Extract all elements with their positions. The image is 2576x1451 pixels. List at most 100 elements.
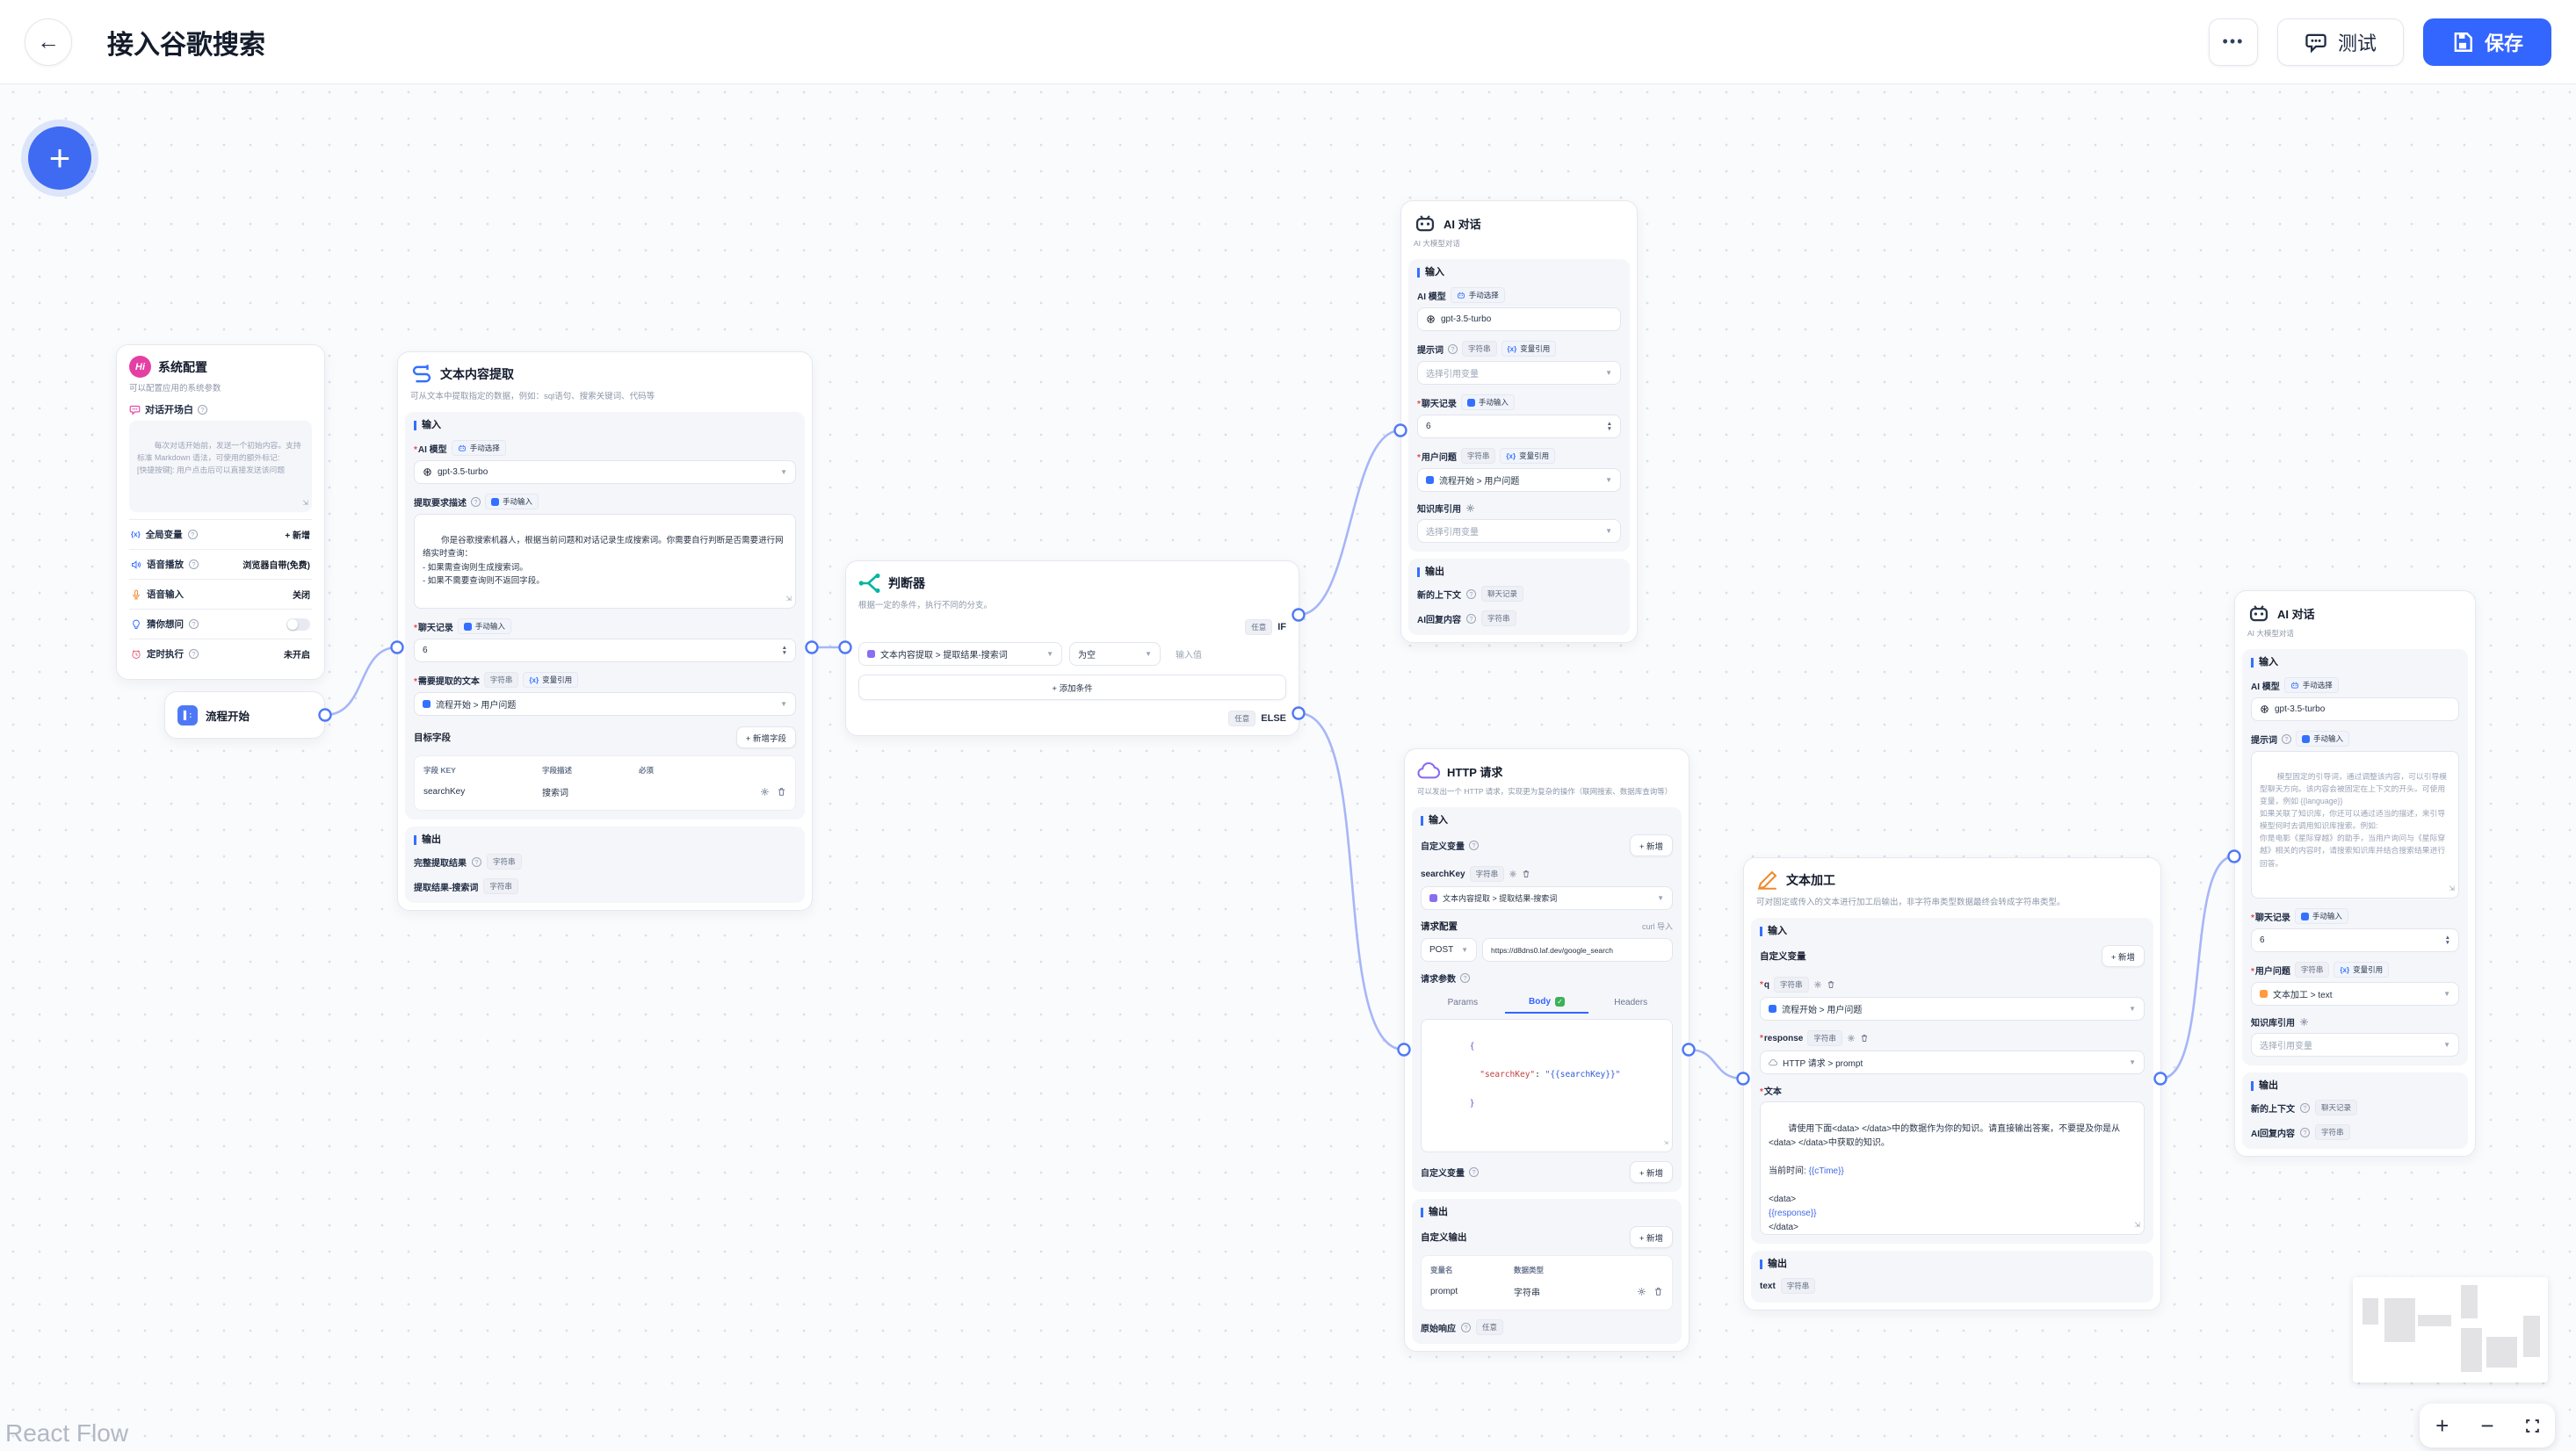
var-ref-badge[interactable]: {x}变量引用: [1501, 341, 1557, 357]
guess-question-toggle[interactable]: [286, 617, 310, 631]
var-ref-badge[interactable]: {x}变量引用: [1500, 448, 1556, 464]
help-icon[interactable]: ?: [198, 404, 207, 415]
add-condition-button[interactable]: + 添加条件: [858, 675, 1286, 700]
help-icon[interactable]: ?: [1466, 588, 1476, 599]
tts-value[interactable]: 浏览器自带(免费): [242, 561, 310, 571]
save-button[interactable]: 保存: [2422, 18, 2551, 66]
minimap[interactable]: [2353, 1277, 2548, 1382]
user-question-select[interactable]: 流程开始 > 用户问题 ▼: [1417, 468, 1621, 492]
add-node-button[interactable]: +: [28, 126, 91, 190]
resize-handle[interactable]: ⇲: [785, 595, 792, 603]
zoom-out-button[interactable]: −: [2480, 1412, 2494, 1439]
help-icon[interactable]: ?: [1469, 841, 1479, 850]
tab-headers[interactable]: Headers: [1614, 998, 1648, 1007]
delete-field-trash-icon[interactable]: [777, 787, 786, 797]
curl-import-link[interactable]: curl 导入: [1641, 922, 1673, 931]
ai-model-select[interactable]: gpt-3.5-turbo: [2251, 697, 2459, 721]
url-input[interactable]: https://d8dns0.laf.dev/google_search: [1482, 938, 1673, 962]
add-variable-button[interactable]: + 新增: [285, 531, 310, 541]
help-icon[interactable]: ?: [1461, 1322, 1471, 1332]
tab-body[interactable]: Body✓: [1504, 992, 1589, 1014]
http-method-select[interactable]: POST ▼: [1421, 938, 1477, 962]
node-ai-chat-2[interactable]: AI 对话 AI 大模型对话 输入 AI 模型 手动选择 gpt-3.5-tur…: [2234, 590, 2476, 1157]
help-icon[interactable]: ?: [1466, 613, 1476, 624]
help-icon[interactable]: ?: [471, 496, 481, 507]
body-json-editor[interactable]: { "searchKey": "{{searchKey}}" } ⇲: [1421, 1019, 1673, 1152]
manual-select-badge[interactable]: 手动选择: [2283, 677, 2339, 693]
help-icon[interactable]: ?: [2282, 733, 2291, 744]
help-icon[interactable]: ?: [187, 530, 198, 539]
number-stepper[interactable]: ▲▼: [2444, 934, 2450, 946]
manual-input-badge[interactable]: 手动输入: [457, 618, 511, 634]
resize-handle[interactable]: ⇲: [1664, 1138, 1668, 1147]
ai-model-select[interactable]: gpt-3.5-turbo ▼: [414, 460, 796, 484]
ai-model-select[interactable]: gpt-3.5-turbo: [1417, 307, 1621, 331]
help-icon[interactable]: ?: [2300, 1102, 2310, 1113]
help-icon[interactable]: ?: [472, 856, 481, 867]
speech-input-value[interactable]: 关闭: [293, 591, 310, 601]
kb-ref-select[interactable]: 选择引用变量 ▼: [1417, 519, 1621, 543]
help-icon[interactable]: ?: [189, 619, 199, 629]
text-template-textarea[interactable]: 请使用下面<data> </data>中的数据作为你的知识。请直接输出答案，不要…: [1760, 1101, 2145, 1235]
prompt-select[interactable]: 选择引用变量 ▼: [1417, 361, 1621, 385]
node-content-extract[interactable]: 文本内容提取 可从文本中提取指定的数据，例如：sql语句、搜索关键词、代码等 输…: [397, 351, 813, 911]
delete-variable-trash-icon[interactable]: [1522, 870, 1530, 878]
condition-variable-select[interactable]: 文本内容提取 > 提取结果-搜索词 ▼: [858, 642, 1062, 666]
kb-ref-select[interactable]: 选择引用变量 ▼: [2251, 1033, 2459, 1057]
edit-variable-gear-icon[interactable]: [1509, 870, 1517, 878]
manual-input-badge[interactable]: 手动输入: [2294, 908, 2348, 924]
condition-operator-select[interactable]: 为空 ▼: [1069, 642, 1161, 666]
help-icon[interactable]: ?: [1448, 343, 1458, 354]
add-output-button[interactable]: + 新增: [1629, 1226, 1673, 1248]
manual-input-badge[interactable]: 手动输入: [2296, 731, 2350, 747]
number-stepper[interactable]: ▲▼: [781, 644, 787, 656]
add-variable-button[interactable]: + 新增: [1629, 834, 1673, 856]
zoom-in-button[interactable]: +: [2435, 1412, 2449, 1439]
help-icon[interactable]: ?: [2300, 1127, 2310, 1137]
resize-handle[interactable]: ⇲: [2134, 1221, 2140, 1230]
node-system-config[interactable]: Hi 系统配置 可以配置应用的系统参数 对话开场白 ? 每次对话开始前，发送一个…: [116, 344, 325, 680]
condition-value-input[interactable]: 输入值: [1176, 651, 1202, 661]
scheduled-run-value[interactable]: 未开启: [284, 651, 310, 661]
manual-select-badge[interactable]: 手动选择: [451, 440, 506, 456]
user-question-select[interactable]: 文本加工 > text ▼: [2251, 982, 2459, 1006]
kb-settings-gear-icon[interactable]: [2299, 1017, 2309, 1027]
test-button[interactable]: 测试: [2276, 18, 2404, 66]
manual-input-badge[interactable]: 手动输入: [1460, 394, 1515, 410]
edit-output-gear-icon[interactable]: [1637, 1287, 1646, 1296]
delete-variable-trash-icon[interactable]: [1827, 980, 1835, 989]
history-count-input[interactable]: 6 ▲▼: [2251, 928, 2459, 952]
history-count-input[interactable]: 6 ▲▼: [414, 639, 796, 662]
node-http-request[interactable]: HTTP 请求 可以发出一个 HTTP 请求，实现更为复杂的操作（联网搜索、数据…: [1404, 748, 1690, 1352]
q-variable-select[interactable]: 流程开始 > 用户问题 ▼: [1760, 997, 2145, 1021]
response-variable-select[interactable]: HTTP 请求 > prompt ▼: [1760, 1050, 2145, 1074]
fit-view-button[interactable]: [2517, 1408, 2547, 1443]
node-ai-chat-1[interactable]: AI 对话 AI 大模型对话 输入 AI 模型 手动选择 gpt-3.5-tur…: [1400, 200, 1638, 643]
var-ref-badge[interactable]: {x}变量引用: [2334, 962, 2390, 978]
add-variable-button[interactable]: + 新增: [1629, 1161, 1673, 1183]
back-button[interactable]: ←: [25, 18, 72, 66]
delete-variable-trash-icon[interactable]: [1860, 1034, 1869, 1043]
resize-handle[interactable]: ⇲: [302, 499, 308, 508]
edit-variable-gear-icon[interactable]: [1813, 980, 1822, 989]
help-icon[interactable]: ?: [189, 649, 199, 659]
add-variable-button[interactable]: + 新增: [2101, 945, 2145, 967]
more-menu-button[interactable]: •••: [2208, 18, 2258, 66]
add-field-button[interactable]: + 新增字段: [735, 726, 796, 748]
searchkey-variable-select[interactable]: 文本内容提取 > 提取结果-搜索词 ▼: [1421, 886, 1673, 910]
help-icon[interactable]: ?: [1460, 973, 1470, 983]
history-count-input[interactable]: 6 ▲▼: [1417, 415, 1621, 438]
manual-select-badge[interactable]: 手动选择: [1450, 287, 1505, 303]
kb-settings-gear-icon[interactable]: [1465, 503, 1475, 513]
node-text-process[interactable]: 文本加工 可对固定或传入的文本进行加工后输出，非字符串类型数据最终会转成字符串类…: [1743, 857, 2161, 1310]
number-stepper[interactable]: ▲▼: [1606, 420, 1612, 432]
resize-handle[interactable]: ⇲: [2449, 884, 2455, 893]
delete-output-trash-icon[interactable]: [1653, 1287, 1663, 1296]
tab-params[interactable]: Params: [1447, 998, 1479, 1007]
source-text-select[interactable]: 流程开始 > 用户问题 ▼: [414, 692, 796, 716]
help-icon[interactable]: ?: [189, 559, 199, 569]
help-icon[interactable]: ?: [1469, 1167, 1479, 1177]
extract-description-textarea[interactable]: 你是谷歌搜索机器人，根据当前问题和对话记录生成搜索词。你需要自行判断是否需要进行…: [414, 514, 796, 609]
